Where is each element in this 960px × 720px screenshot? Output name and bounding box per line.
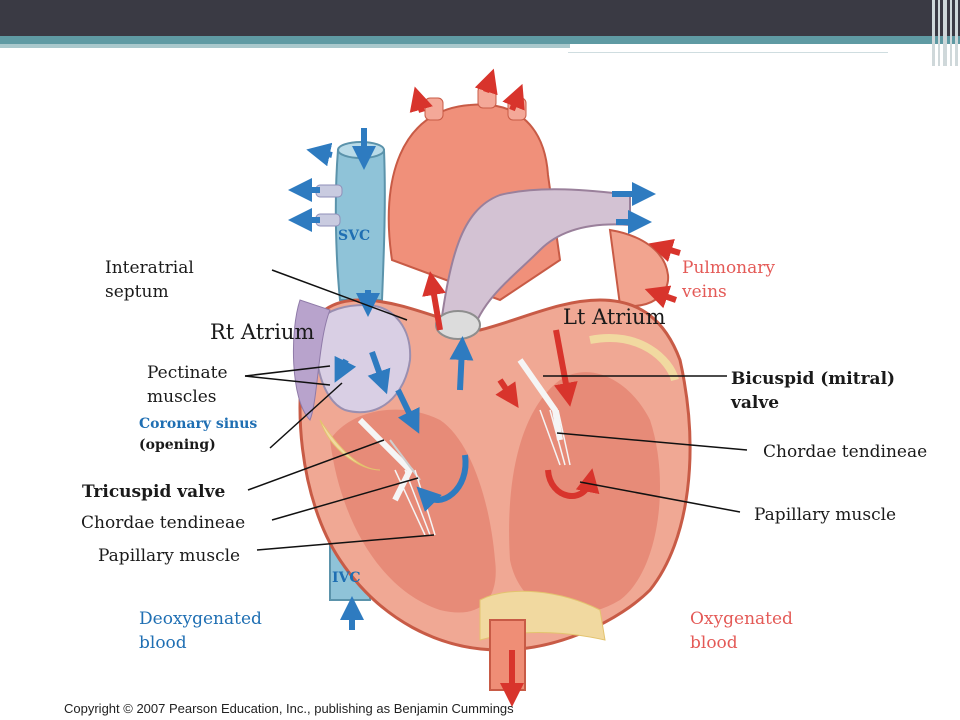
papillary-muscle-right-label: Papillary muscle: [754, 505, 897, 525]
pectinate-muscles-label: Pectinate muscles: [147, 363, 228, 407]
tricuspid-valve-label: Tricuspid valve: [82, 482, 226, 502]
papillary-muscle-left-label: Papillary muscle: [98, 546, 241, 566]
pulmonary-veins-label: Pulmonary veins: [682, 258, 775, 302]
interatrial-septum-label: Interatrial septum: [105, 258, 194, 302]
copyright-footer: Copyright © 2007 Pearson Education, Inc.…: [64, 701, 514, 716]
coronary-sinus-note: (opening): [139, 437, 216, 453]
oxygenated-flow-arrows: [409, 68, 681, 707]
oxygenated-blood-label: Oxygenated blood: [690, 609, 793, 653]
tricuspid-valve-leaflets: [357, 417, 421, 502]
label-leader-lines: [244, 269, 748, 551]
chordae-tendineae-right-label: Chordae tendineae: [763, 442, 928, 462]
slide-accent-bar: [0, 36, 960, 44]
semilunar-valve: [435, 310, 481, 340]
descending-aorta: [489, 619, 526, 691]
chordae-tendineae-left-label: Chordae tendineae: [81, 513, 246, 533]
slide-accent-gap: [570, 44, 960, 50]
mitral-valve-leaflets: [517, 358, 563, 441]
slide-corner-stripes: [932, 0, 958, 66]
slide-accent-line: [568, 52, 888, 53]
slide-top-bar: [0, 0, 960, 36]
deoxygenated-flow-arrows: [288, 128, 656, 630]
rt-atrium-label: Rt Atrium: [210, 320, 315, 344]
bicuspid-valve-label: Bicuspid (mitral) valve: [731, 369, 896, 413]
ivc-label: IVC: [332, 570, 361, 586]
lt-atrium-label: Lt Atrium: [563, 305, 666, 329]
svc-label: SVC: [338, 228, 371, 244]
coronary-sinus-label: Coronary sinus: [139, 416, 258, 432]
slide-accent-stripe: [0, 44, 570, 48]
superior-vena-cava: [315, 141, 386, 301]
deoxygenated-blood-label: Deoxygenated blood: [139, 609, 262, 653]
